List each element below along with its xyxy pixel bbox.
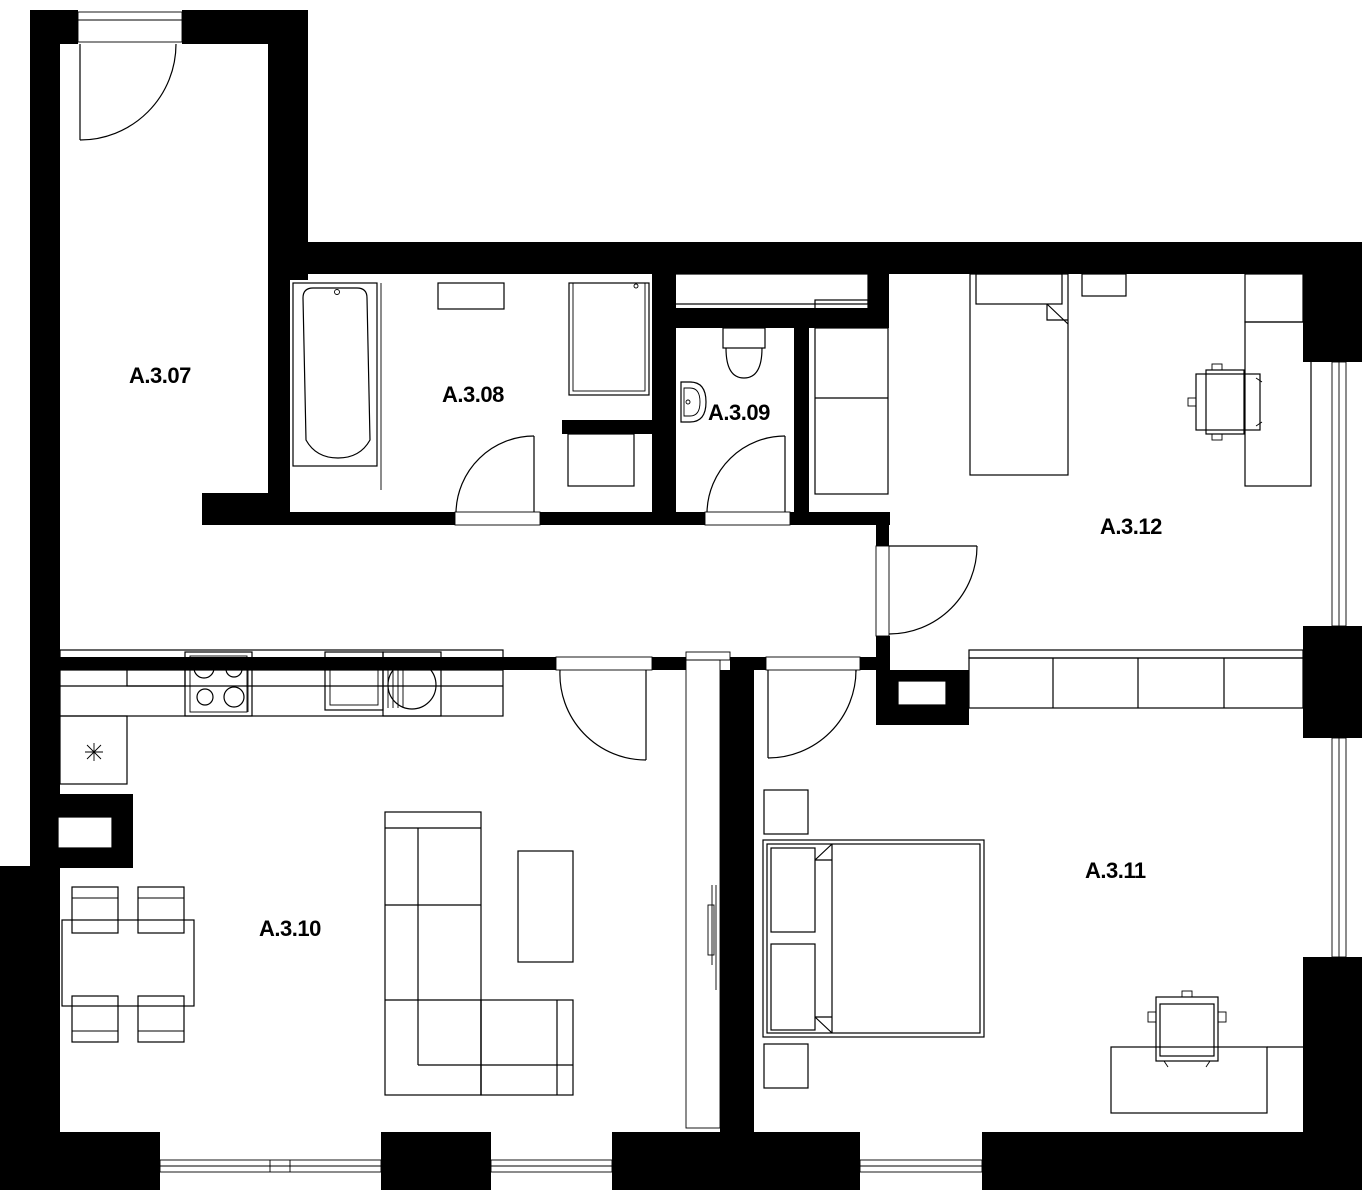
doors bbox=[79, 43, 978, 1129]
walls bbox=[0, 10, 1362, 1190]
room-labels: A.3.07 A.3.08 A.3.09 A.3.10 A.3.11 A.3.1… bbox=[129, 363, 1163, 941]
room-label-a310: A.3.10 bbox=[259, 916, 321, 941]
room-label-a312: A.3.12 bbox=[1100, 514, 1162, 539]
furniture bbox=[59, 273, 1312, 1114]
room-label-a309: A.3.09 bbox=[708, 400, 770, 425]
room-label-a307: A.3.07 bbox=[129, 363, 191, 388]
room-label-a308: A.3.08 bbox=[442, 382, 504, 407]
room-label-a311: A.3.11 bbox=[1085, 858, 1146, 883]
windows bbox=[77, 11, 1347, 1173]
